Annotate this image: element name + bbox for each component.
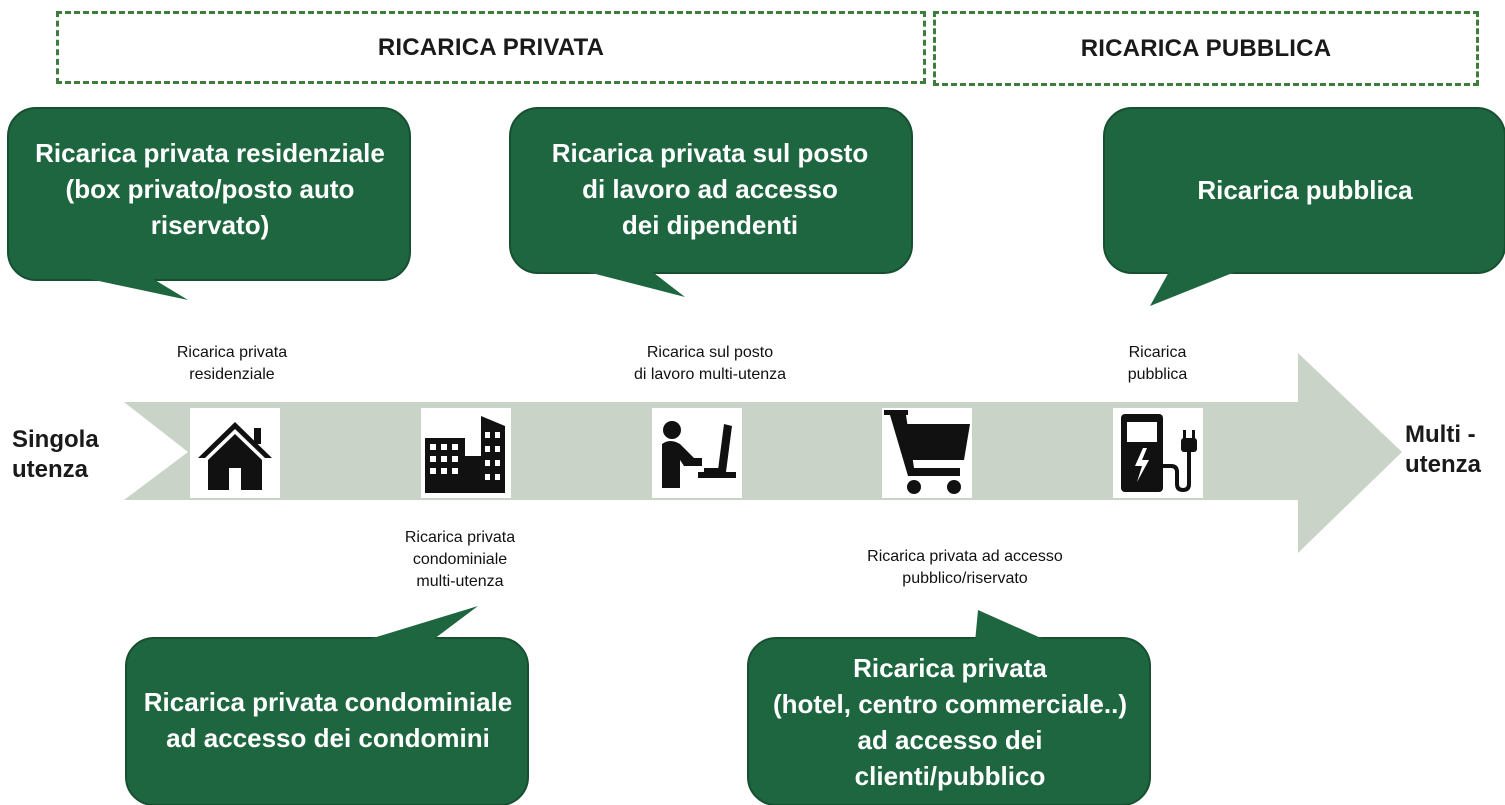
- bubble-text-hotel-mall: Ricarica privata (hotel, centro commerci…: [773, 653, 1127, 791]
- spectrum-arrow: [124, 353, 1402, 553]
- speech-bubble-public: [1103, 107, 1505, 306]
- tick-label-public: Ricarica pubblica: [1127, 344, 1188, 383]
- house-icon: [190, 408, 280, 498]
- tick-label-condominium: Ricarica privata condominiale multi-uten…: [404, 529, 516, 590]
- region-private-charging: RICARICA PRIVATA: [56, 11, 926, 84]
- person-at-computer-icon: [652, 408, 742, 498]
- speech-bubble-residential: [7, 107, 411, 300]
- speech-bubble-hotel-mall: [747, 610, 1151, 805]
- region-private-label: RICARICA PRIVATA: [377, 33, 605, 61]
- charging-station-icon: [1113, 408, 1203, 498]
- speech-bubble-condominium: [125, 606, 529, 805]
- axis-start-label: Singola utenza: [12, 426, 99, 483]
- speech-bubble-workplace: [509, 107, 913, 297]
- apartment-buildings-icon: [421, 408, 511, 498]
- bubble-text-residential: Ricarica privata residenziale (box priva…: [35, 138, 385, 240]
- tick-label-workplace: Ricarica sul posto di lavoro multi-utenz…: [633, 344, 787, 383]
- bubble-text-public: Ricarica pubblica: [1197, 175, 1413, 205]
- tick-label-residential: Ricarica privata residenziale: [176, 344, 288, 383]
- region-public-charging: RICARICA PUBBLICA: [933, 11, 1479, 86]
- bubble-text-workplace: Ricarica privata sul posto di lavoro ad …: [551, 138, 869, 240]
- shopping-cart-icon: [882, 408, 972, 498]
- axis-end-label: Multi - utenza: [1405, 421, 1482, 478]
- bubble-text-condominium: Ricarica privata condominiale ad accesso…: [143, 687, 513, 753]
- tick-label-public-reserved: Ricarica privata ad accesso pubblico/ris…: [867, 548, 1063, 587]
- region-public-label: RICARICA PUBBLICA: [1080, 34, 1332, 62]
